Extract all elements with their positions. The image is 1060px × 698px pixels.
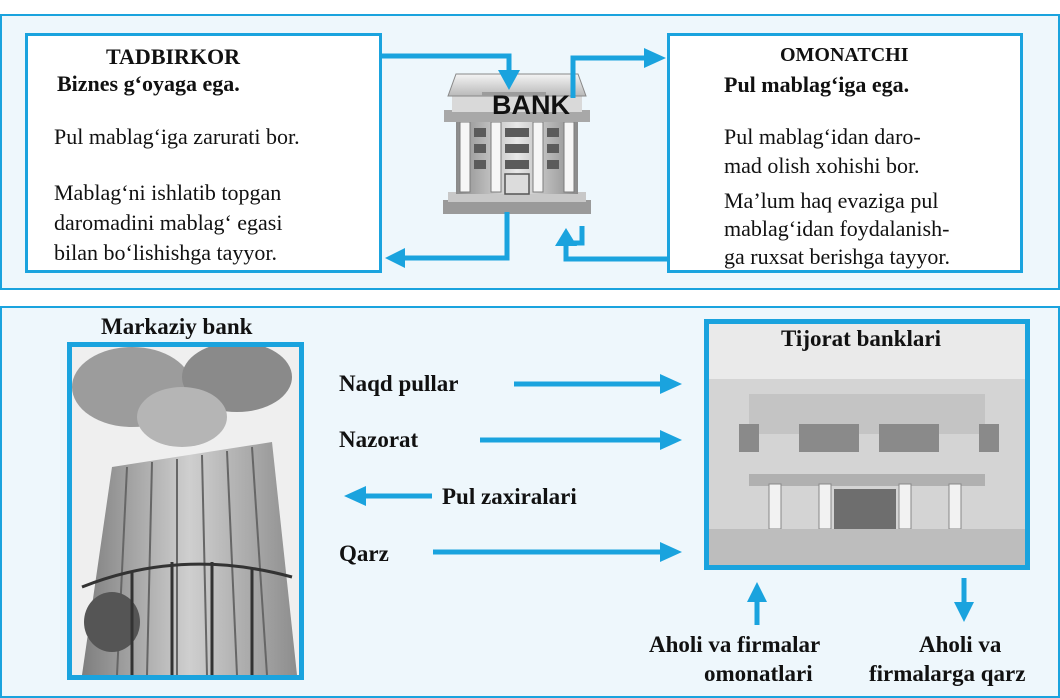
flow-label-loan: Qarz bbox=[339, 541, 389, 566]
omonatchi-title: OMONATCHI bbox=[780, 44, 909, 66]
tadbirkor-title: TADBIRKOR bbox=[106, 44, 241, 69]
deposits-label-line: omonatlari bbox=[704, 661, 813, 686]
tadbirkor-subtitle: Biznes g‘oyaga ega. bbox=[57, 71, 240, 96]
flow-label-cash: Naqd pullar bbox=[339, 371, 459, 396]
central-bank-image bbox=[72, 347, 299, 675]
flow-label-control: Nazorat bbox=[339, 427, 419, 452]
commercial-bank-photo: Tijorat banklari bbox=[704, 319, 1030, 570]
omonatchi-para-line: Ma’lum haq evaziga pul bbox=[724, 188, 939, 213]
tadbirkor-para-line: bilan bo‘lishishga tayyor. bbox=[54, 240, 278, 265]
deposits-label-line: Aholi va firmalar bbox=[649, 632, 821, 657]
tadbirkor-box: TADBIRKOR Biznes g‘oyaga ega. Pul mablag… bbox=[25, 33, 382, 273]
tadbirkor-para-line: Mablag‘ni ishlatib topgan bbox=[54, 180, 282, 205]
omonatchi-para-line: mad olish xohishi bor. bbox=[724, 153, 920, 178]
omonatchi-box: OMONATCHI Pul mablag‘iga ega. Pul mablag… bbox=[667, 33, 1023, 273]
bank-sign-label: BANK bbox=[492, 90, 570, 120]
omonatchi-para-line: mablag‘idan foydalanish- bbox=[724, 216, 950, 241]
flow-label-reserves: Pul zaxiralari bbox=[442, 484, 577, 509]
central-bank-photo bbox=[67, 342, 304, 680]
tadbirkor-need: Pul mablag‘iga zarurati bor. bbox=[54, 124, 300, 149]
central-bank-title: Markaziy bank bbox=[101, 314, 253, 339]
loans-label-line: Aholi va bbox=[919, 632, 1002, 657]
omonatchi-subtitle: Pul mablag‘iga ega. bbox=[724, 72, 910, 97]
loans-label-line: firmalarga qarz bbox=[869, 661, 1026, 686]
omonatchi-para-line: Pul mablag‘idan daro- bbox=[724, 124, 921, 149]
omonatchi-para-line: ga ruxsat berishga tayyor. bbox=[724, 244, 951, 269]
commercial-bank-image bbox=[709, 324, 1025, 565]
commercial-banks-title: Tijorat banklari bbox=[781, 326, 941, 351]
tadbirkor-para-line: daromadini mablag‘ egasi bbox=[54, 210, 283, 235]
